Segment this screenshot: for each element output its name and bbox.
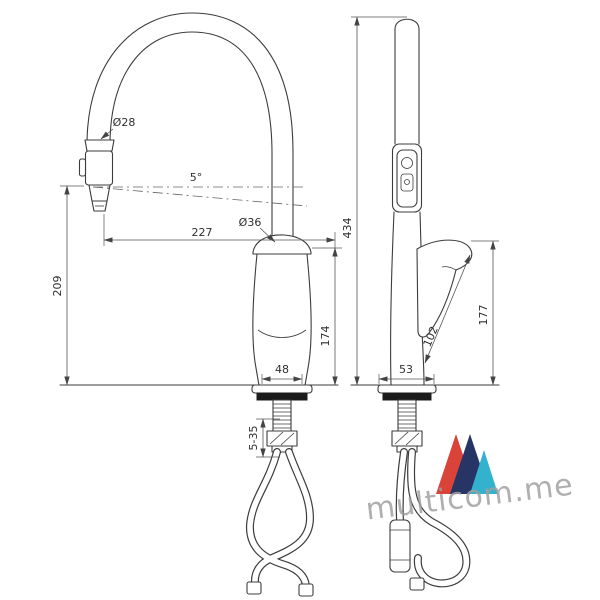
spray-head-cap: [84, 139, 115, 152]
dim-434-label: 434: [341, 218, 354, 239]
hose-weight: [389, 519, 411, 573]
hose-a-fitting: [298, 583, 314, 597]
side-spray-panel: [396, 149, 418, 208]
side-flange: [377, 384, 437, 394]
multicom-logo-icon: [436, 434, 498, 494]
side-spray-section: [391, 143, 423, 213]
dim-209-label: 209: [51, 276, 64, 297]
dim-base-width: 48: [261, 363, 303, 384]
hose-b-fitting: [246, 581, 262, 595]
spout-outer-edge: [86, 12, 294, 251]
dim-line-102: [424, 254, 471, 364]
spray-mode-button-square: [400, 173, 414, 192]
dim-total-height: 434: [341, 16, 407, 386]
side-body-right-upper: [419, 211, 422, 248]
side-hoses: [389, 448, 471, 591]
spray-mode-button-dot: [404, 179, 410, 185]
spray-mode-button-round: [401, 157, 413, 169]
front-flange: [251, 384, 313, 394]
front-body-right: [304, 253, 312, 386]
dim-angle-label: 5°: [190, 171, 203, 184]
front-hoses: [246, 448, 315, 597]
side-hose-fitting: [409, 577, 425, 591]
dim-spray-diameter: Ø28: [100, 116, 136, 140]
side-body-left: [390, 211, 395, 386]
side-hose-loop-fill: [408, 449, 470, 587]
dim-53-label: 53: [399, 363, 413, 376]
side-base-hardware: [350, 384, 500, 453]
side-gasket: [382, 392, 432, 401]
front-body-left: [252, 253, 260, 386]
front-spout: [86, 12, 294, 251]
side-weight-hose-fill: [396, 449, 407, 523]
nut-hatch: [394, 431, 409, 445]
side-handle: [416, 239, 473, 338]
dim-d28-label: Ø28: [113, 116, 136, 129]
side-view: 434 177 102 53: [341, 16, 500, 591]
front-angle-annotation: 5°: [92, 171, 308, 207]
side-column-top-cap: [394, 18, 420, 30]
front-shank: [272, 399, 292, 432]
dim-48-label: 48: [275, 363, 289, 376]
dim-174-label: 174: [319, 326, 332, 347]
dim-base-depth: 53: [378, 363, 435, 384]
hose-b-fill: [252, 449, 313, 587]
spout-inner-edge: [109, 31, 273, 251]
front-gasket: [256, 392, 308, 401]
hose-a-fill: [247, 449, 309, 589]
spray-head-body: [84, 150, 114, 186]
side-shank: [397, 399, 417, 432]
dim-177-label: 177: [477, 305, 490, 326]
front-shank-threads: [273, 403, 291, 429]
dim-5-35-label: 5-35: [247, 426, 260, 451]
watermark: multicom.me: [364, 434, 576, 528]
dim-227-label: 227: [192, 226, 213, 239]
side-handle-outline: [416, 239, 473, 338]
front-collar: [271, 445, 293, 453]
front-view: 5° Ø28 Ø36 227 209 174: [51, 12, 342, 597]
spray-head-button: [78, 158, 87, 177]
dim-d36-label: Ø36: [239, 216, 262, 229]
nut-hatch: [269, 431, 284, 445]
logo-triangle-teal: [470, 450, 498, 494]
side-shank-threads: [398, 403, 416, 429]
front-base-hardware: [59, 384, 339, 453]
dim-deck-thickness: 5-35: [247, 418, 280, 458]
front-body-seam: [257, 329, 307, 338]
nut-hatch: [405, 432, 420, 446]
dim-spray-height: 209: [51, 185, 84, 386]
d28-leader: [100, 128, 114, 140]
dim-spout-reach: 227: [103, 214, 336, 248]
dim-handle-height: 177: [471, 240, 499, 386]
front-handle-cap: [252, 234, 312, 255]
nut-hatch: [280, 432, 295, 446]
front-spray-head: [78, 139, 115, 212]
dim-body-height: 174: [312, 247, 342, 386]
angled-centerline: [92, 186, 308, 207]
